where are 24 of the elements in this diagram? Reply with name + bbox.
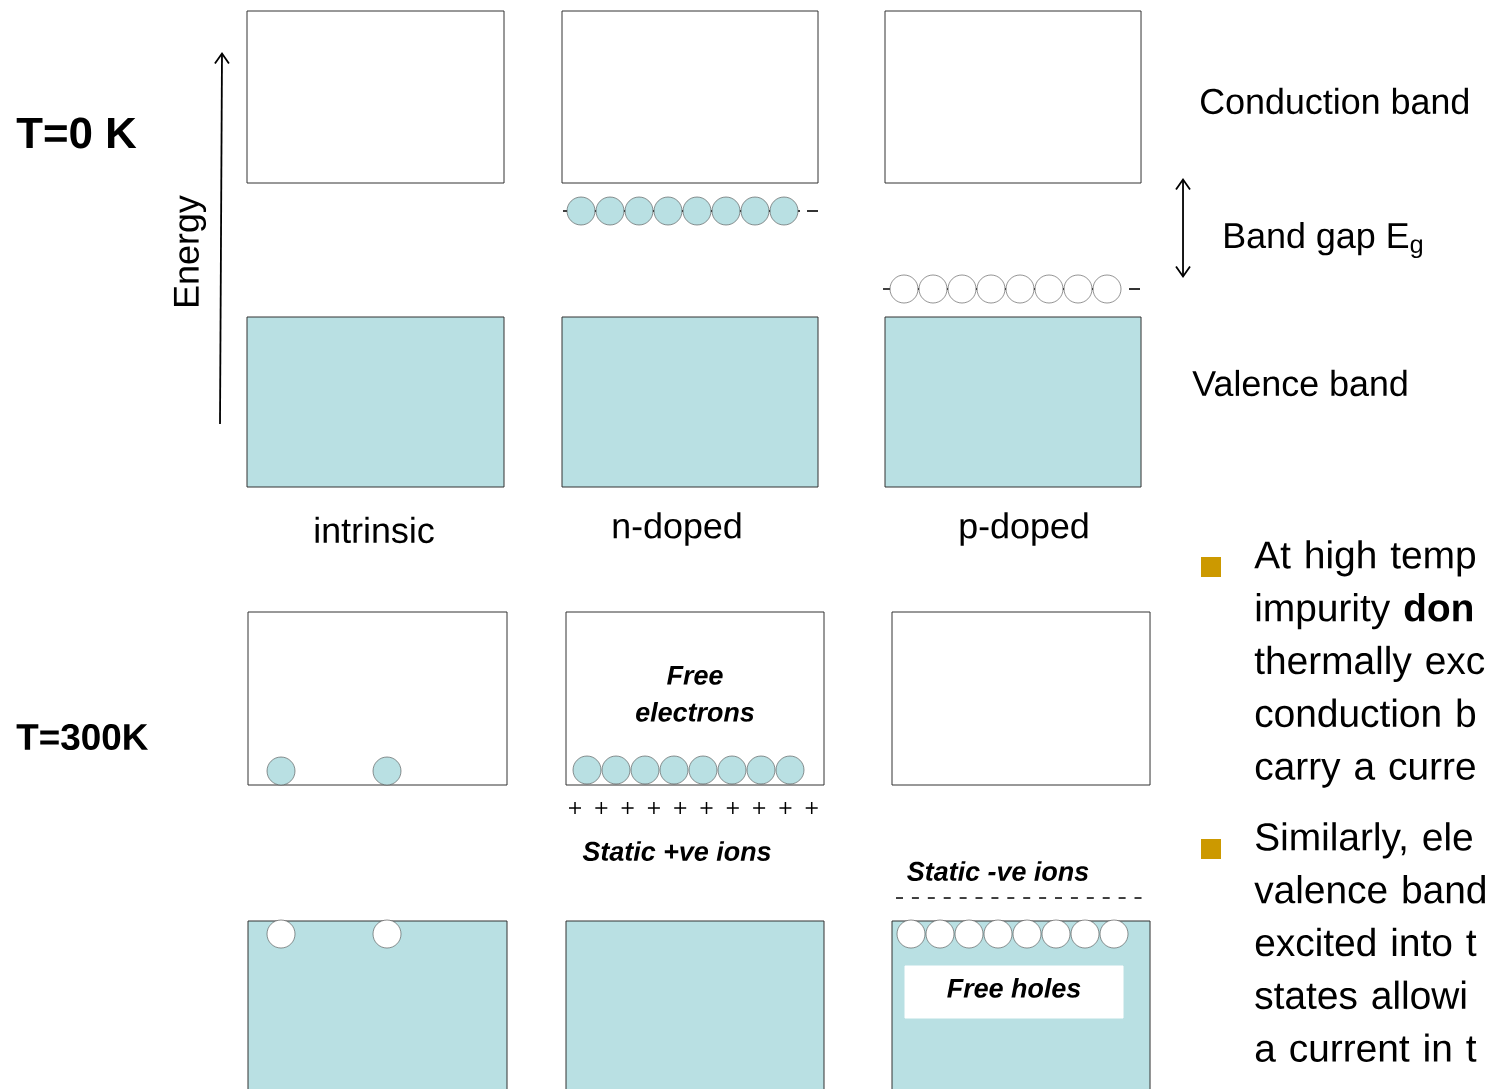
conduction-band-box (247, 611, 508, 786)
valence-band-box (884, 316, 1142, 488)
bullet-text: Similarly, ele valence band excited into t states allowi a current in t (1254, 822, 1485, 1062)
heading: T=300K (16, 723, 148, 751)
conduction-band-box (561, 10, 819, 184)
ion-label: Static -ve ions (907, 861, 1089, 881)
conduction-band-box (884, 10, 1142, 184)
valence-band-box (561, 316, 819, 488)
axis-label: Energy (173, 195, 207, 306)
band-label: Valence band (1192, 369, 1407, 397)
label-box: Free holes (904, 965, 1124, 1019)
band-label: Conduction band (1201, 87, 1468, 115)
column-label: p-doped (960, 512, 1088, 546)
conduction-band-box (891, 611, 1151, 786)
column-label: n-doped (613, 512, 741, 546)
column-label: intrinsic (315, 516, 434, 544)
valence-band-box (565, 920, 825, 1089)
valence-band-box (247, 920, 508, 1089)
conduction-band-box (246, 10, 505, 184)
ion-label: Static +ve ions (582, 841, 771, 861)
bullet-text: At high temp impurity don thermally exc conduction b carry a curre (1254, 540, 1485, 788)
valence-band-box (246, 316, 505, 488)
heading: T=0 K (16, 117, 137, 149)
band-label: Band gap E$_{g}$ (1225, 221, 1422, 259)
